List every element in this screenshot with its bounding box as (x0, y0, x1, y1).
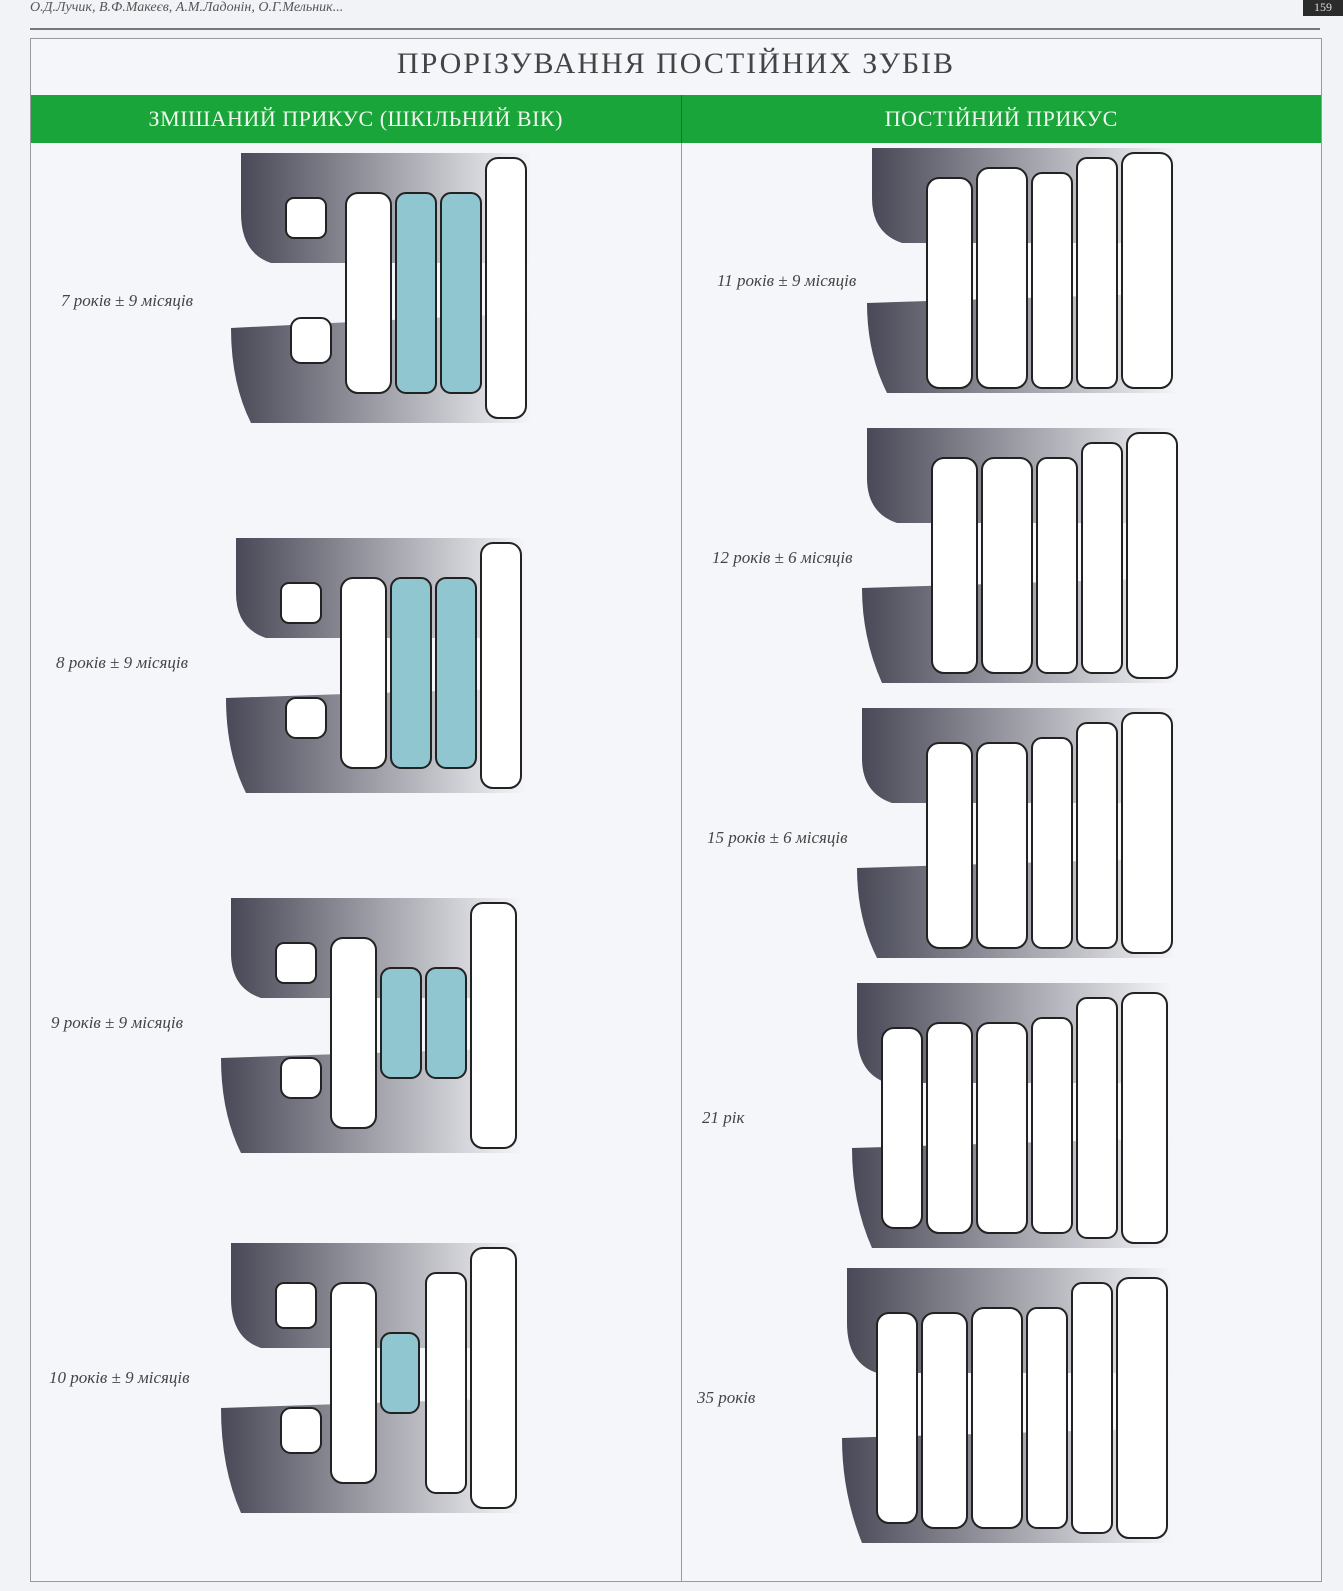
jaw-illustration (231, 153, 541, 428)
age-label: 11 років ± 9 місяців (717, 271, 856, 291)
top-rule (30, 28, 1320, 30)
age-label: 7 років ± 9 місяців (61, 291, 193, 311)
page-title: ПРОРІЗУВАННЯ ПОСТІЙНИХ ЗУБІВ (31, 47, 1321, 81)
jaw-illustration (226, 538, 536, 798)
permanent-stage-3: 15 років ± 6 місяців (682, 708, 1321, 998)
running-head: О.Д.Лучик, В.Ф.Макеєв, А.М.Ладонін, О.Г.… (30, 0, 1150, 22)
jaw-illustration (842, 1268, 1182, 1548)
age-label: 21 рік (702, 1108, 744, 1128)
age-label: 35 років (697, 1388, 755, 1408)
jaw-illustration (221, 1243, 531, 1518)
permanent-stage-2: 12 років ± 6 місяців (682, 428, 1321, 718)
jaw-illustration (852, 983, 1182, 1253)
column-header-bar: ЗМІШАНИЙ ПРИКУС (ШКІЛЬНИЙ ВІК) ПОСТІЙНИЙ… (31, 95, 1321, 143)
age-label: 8 років ± 9 місяців (56, 653, 188, 673)
permanent-dentition-heading: ПОСТІЙНИЙ ПРИКУС (682, 95, 1322, 143)
jaw-illustration (867, 148, 1187, 398)
permanent-stage-1: 11 років ± 9 місяців (682, 143, 1321, 433)
age-label: 10 років ± 9 місяців (49, 1368, 190, 1388)
jaw-illustration (857, 708, 1187, 963)
mixed-dentition-column: 7 років ± 9 місяців 8 років ± 9 місяців (31, 143, 681, 1581)
mixed-stage-2: 8 років ± 9 місяців (31, 518, 681, 808)
age-label: 9 років ± 9 місяців (51, 1013, 183, 1033)
mixed-stage-1: 7 років ± 9 місяців (31, 143, 681, 433)
permanent-stage-4: 21 рік (682, 983, 1321, 1273)
mixed-dentition-heading: ЗМІШАНИЙ ПРИКУС (ШКІЛЬНИЙ ВІК) (31, 95, 682, 143)
permanent-stage-5: 35 років (682, 1268, 1321, 1558)
jaw-illustration (221, 898, 531, 1158)
page-number: 159 (1303, 0, 1343, 16)
age-label: 15 років ± 6 місяців (707, 828, 848, 848)
jaw-illustration (862, 428, 1187, 688)
permanent-dentition-column: 11 років ± 9 місяців 12 років ± 6 місяці… (682, 143, 1321, 1581)
mixed-stage-3: 9 років ± 9 місяців (31, 878, 681, 1168)
chart-frame: ПРОРІЗУВАННЯ ПОСТІЙНИХ ЗУБІВ ЗМІШАНИЙ ПР… (30, 38, 1322, 1582)
age-label: 12 років ± 6 місяців (712, 548, 853, 568)
mixed-stage-4: 10 років ± 9 місяців (31, 1243, 681, 1533)
